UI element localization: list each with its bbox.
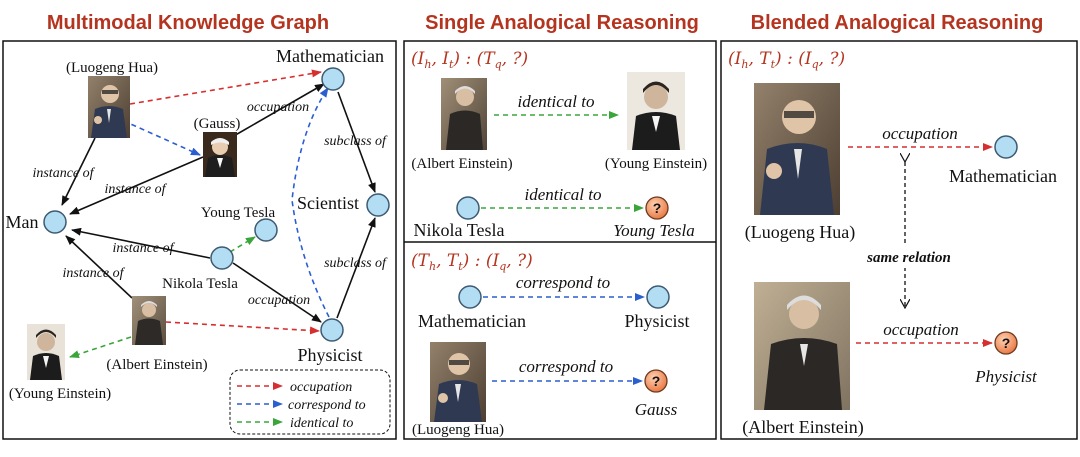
panel-blended-reasoning: [720, 40, 1078, 440]
label-physicist: Physicist: [297, 345, 362, 365]
label-single-physicist: Physicist: [624, 311, 689, 331]
portrait-luogeng-hua-icon: [88, 76, 130, 138]
panel-single-reasoning: [403, 40, 717, 440]
node-single-nikola-tesla: [456, 196, 480, 220]
panel-knowledge-graph: [2, 40, 397, 440]
edge-hua-man: [61, 137, 96, 206]
node-scientist: [366, 193, 390, 217]
label-blended-mathematician: Mathematician: [949, 166, 1057, 186]
label-blended-albert-einstein: (Albert Einstein): [742, 417, 863, 438]
node-man: [43, 210, 67, 234]
edge-tesla-man: [71, 227, 211, 259]
label-single-mathematician: Mathematician: [418, 311, 526, 331]
label-gauss: (Gauss): [194, 116, 241, 132]
node-blended-answer-physicist: [994, 331, 1018, 355]
label-scientist: Scientist: [297, 193, 359, 213]
edge-label-single-correspond-top: correspond to: [516, 273, 610, 292]
portrait-luogeng-hua-single-icon: [430, 342, 486, 422]
label-single-luogeng-hua: (Luogeng Hua): [412, 422, 504, 438]
edge-hua-gauss: [114, 116, 201, 156]
edge-label-instance-tesla: instance of: [112, 241, 175, 256]
edge-label-single-correspond-bottom: correspond to: [519, 357, 613, 376]
edge-label-single-identical-img: identical to: [518, 92, 595, 111]
same-relation-bg: [850, 246, 970, 268]
qmark-single-top: ?: [653, 200, 662, 216]
node-single-physicist: [646, 285, 670, 309]
edge-label-blended-occupation-bottom: occupation: [883, 320, 959, 339]
node-single-answer-young-tesla: [645, 196, 669, 220]
formula-blended: (Ih, Tt) : (Iq, ?): [728, 49, 845, 71]
portrait-albert-einstein-icon: [132, 296, 166, 345]
edge-label-blended-occupation-top: occupation: [882, 124, 958, 143]
node-physicist: [320, 318, 344, 342]
edge-physicist-mathematician: [291, 87, 330, 318]
label-blended-luogeng-hua: (Luogeng Hua): [745, 222, 855, 243]
label-albert-einstein: (Albert Einstein): [106, 357, 207, 373]
edge-label-occupation-tesla: occupation: [248, 293, 310, 308]
edge-label-instance-gauss: instance of: [104, 182, 167, 197]
edge-label-subclass-top: subclass of: [324, 134, 388, 149]
formula-single-top: (Ih, It) : (Tq, ?): [411, 49, 528, 71]
edge-label-single-identical-txt: identical to: [525, 185, 602, 204]
edge-einstein-man: [65, 235, 133, 299]
node-single-answer-gauss: [644, 369, 668, 393]
edge-tesla-youngtesla: [229, 236, 256, 253]
edge-gauss-man: [69, 156, 204, 215]
edge-label-occupation-gauss: occupation: [247, 100, 309, 115]
label-single-young-tesla-answer: Young Tesla: [613, 221, 694, 240]
label-young-tesla: Young Tesla: [201, 205, 276, 221]
title-single-reasoning: Single Analogical Reasoning: [425, 12, 699, 34]
label-man: Man: [6, 212, 39, 232]
title-knowledge-graph: Multimodal Knowledge Graph: [47, 12, 329, 34]
formula-single-bottom: (Th, Tt) : (Iq, ?): [411, 251, 533, 273]
label-blended-physicist-answer: Physicist: [974, 367, 1038, 386]
label-mathematician: Mathematician: [276, 46, 384, 66]
edge-label-instance-hua: instance of: [32, 166, 95, 181]
node-young-tesla: [254, 218, 278, 242]
edge-gauss-mathematician: [231, 83, 325, 138]
label-single-albert-einstein: (Albert Einstein): [411, 156, 512, 172]
legend-label-identical: identical to: [290, 416, 353, 431]
edge-einstein-youngeinstein: [69, 336, 132, 358]
node-mathematician: [321, 67, 345, 91]
label-single-gauss-answer: Gauss: [635, 400, 678, 419]
legend-label-occupation: occupation: [290, 380, 352, 395]
node-blended-mathematician: [994, 135, 1018, 159]
label-nikola-tesla: Nikola Tesla: [162, 276, 238, 292]
legend: occupation correspond to identical to: [229, 369, 391, 435]
node-single-mathematician: [458, 285, 482, 309]
edge-label-subclass-bottom: subclass of: [324, 256, 388, 271]
edge-einstein-physicist: [165, 321, 320, 335]
label-young-einstein: (Young Einstein): [9, 386, 111, 402]
portrait-albert-einstein-single-icon: [441, 78, 487, 150]
portrait-gauss-icon: [203, 132, 237, 177]
qmark-single-bottom: ?: [652, 373, 661, 389]
label-luogeng-hua: (Luogeng Hua): [66, 60, 158, 76]
portrait-albert-einstein-blended-icon: [754, 282, 850, 410]
legend-label-correspond: correspond to: [288, 398, 366, 413]
qmark-blended: ?: [1002, 335, 1011, 351]
label-single-nikola-tesla: Nikola Tesla: [414, 220, 505, 240]
legend-box: [229, 369, 391, 435]
edge-tesla-physicist: [232, 262, 322, 323]
node-nikola-tesla: [210, 246, 234, 270]
portrait-young-einstein-single-icon: [627, 72, 685, 150]
edge-mathematician-scientist: [337, 91, 376, 193]
edge-label-instance-einstein: instance of: [62, 266, 125, 281]
portrait-young-einstein-icon: [27, 324, 65, 380]
label-same-relation: same relation: [866, 250, 951, 266]
portrait-luogeng-hua-blended-icon: [754, 83, 840, 215]
label-single-young-einstein: (Young Einstein): [605, 156, 707, 172]
title-blended-reasoning: Blended Analogical Reasoning: [751, 12, 1044, 34]
edge-physicist-scientist: [336, 217, 376, 319]
kg-edges: [61, 69, 376, 358]
